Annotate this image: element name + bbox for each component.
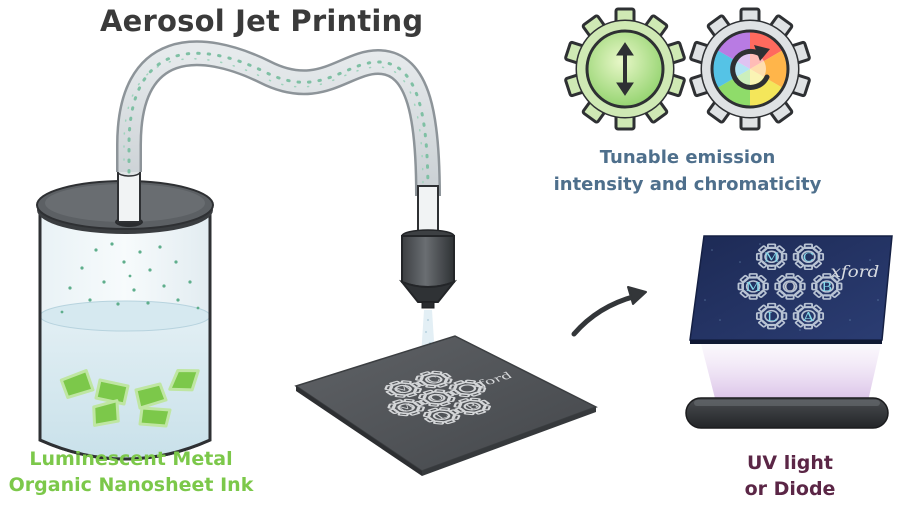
intensity-arrow-icon bbox=[616, 42, 634, 96]
intensity-gear-icon bbox=[563, 7, 687, 131]
uv-light-beam bbox=[700, 340, 882, 410]
process-arrow bbox=[571, 286, 647, 337]
ink-label: Luminescent Metal Organic Nanosheet Ink bbox=[0, 446, 262, 498]
emissive-panel: M C M O B L A xford bbox=[689, 235, 893, 344]
emission-label-line-2: intensity and chromaticity bbox=[553, 174, 822, 195]
substrate-letter-1: M bbox=[391, 383, 416, 395]
color-wheel bbox=[710, 29, 790, 109]
aerosol-droplets bbox=[60, 242, 200, 314]
emission-label-line-1: Tunable emission bbox=[599, 147, 776, 168]
panel-letter-3: M bbox=[746, 280, 761, 295]
light-label: UV light or Diode bbox=[720, 450, 860, 502]
panel-letter-1: M bbox=[764, 251, 779, 266]
panel-letter-7: A bbox=[802, 310, 814, 325]
panel-letter-6: L bbox=[767, 310, 777, 325]
panel-letter-2: C bbox=[803, 251, 814, 266]
aerosol-tube bbox=[116, 40, 441, 198]
chromaticity-cycle-icon bbox=[730, 45, 770, 90]
nanosheet-flakes bbox=[59, 369, 200, 428]
ink-label-line-2: Organic Nanosheet Ink bbox=[8, 474, 254, 496]
substrate-letter-6: L bbox=[432, 410, 452, 420]
page-title: Aerosol Jet Printing bbox=[100, 4, 424, 38]
light-label-line-1: UV light bbox=[747, 452, 833, 474]
substrate-letter-4: O bbox=[426, 392, 448, 403]
ink-label-line-1: Luminescent Metal bbox=[29, 448, 233, 470]
emission-label: Tunable emission intensity and chromatic… bbox=[520, 144, 855, 198]
panel-letter-5: B bbox=[821, 280, 832, 295]
printed-substrate: M C M O B L xford bbox=[294, 335, 598, 476]
ink-container bbox=[36, 167, 214, 461]
light-source-base bbox=[685, 397, 889, 429]
chromaticity-gear-icon bbox=[688, 7, 812, 131]
panel-word: xford bbox=[830, 263, 879, 281]
substrate-letter-2: C bbox=[423, 374, 444, 385]
substrate-letter-5: B bbox=[462, 401, 483, 412]
substrate-letter-3: M bbox=[394, 401, 419, 413]
panel-letter-4: O bbox=[784, 280, 796, 295]
light-label-line-2: or Diode bbox=[744, 478, 836, 500]
